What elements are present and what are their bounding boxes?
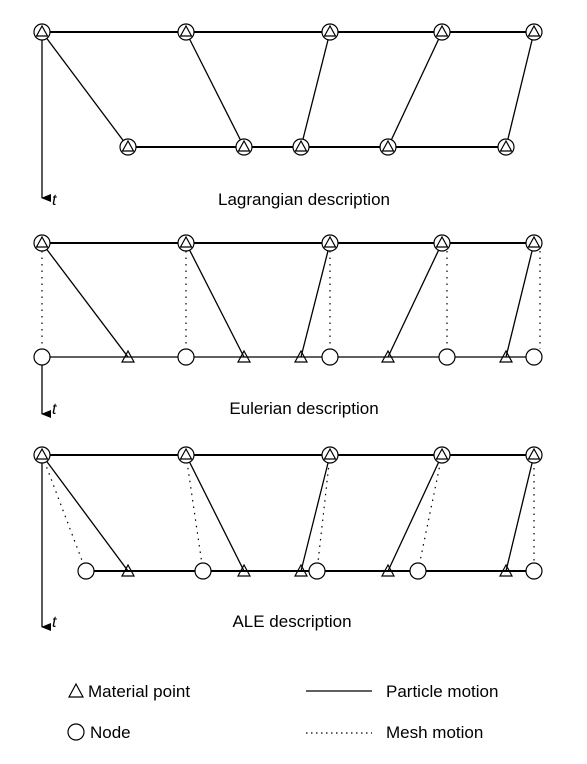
bottom-nodes [33, 348, 543, 366]
material-point-triangle [294, 139, 308, 152]
material-point-triangle [120, 563, 136, 577]
material-point-triangle [323, 447, 337, 460]
material-point-triangle [381, 139, 395, 152]
material-point-triangle [323, 235, 337, 248]
material-point-triangle [498, 563, 514, 577]
node-circle [438, 348, 456, 366]
material-point-triangle [35, 447, 49, 460]
material-point-triangle [35, 24, 49, 37]
material-point-triangle [35, 235, 49, 248]
top-material-points [35, 24, 541, 37]
material-point-triangle [380, 563, 396, 577]
material-point-triangle [236, 563, 252, 577]
time-axis-label: t [52, 192, 57, 209]
material-point-triangle [293, 349, 309, 363]
legend-mesh-motion: Mesh motion [306, 723, 483, 742]
eulerian-panel: t Eulerian description [33, 234, 543, 418]
legend-node: Node [67, 723, 131, 742]
triangle-icon [67, 682, 85, 698]
node-circle [409, 562, 427, 580]
panel-caption: Eulerian description [229, 399, 378, 418]
bottom-nodes [77, 562, 543, 580]
top-material-points [35, 447, 541, 460]
material-point-triangle [121, 139, 135, 152]
material-point-triangle [498, 349, 514, 363]
node-circle [77, 562, 95, 580]
node-circle [194, 562, 212, 580]
material-point-triangle [435, 447, 449, 460]
material-point-triangle [435, 235, 449, 248]
material-point-triangle [527, 24, 541, 37]
material-point-triangle [499, 139, 513, 152]
panel-caption: ALE description [232, 612, 351, 631]
legend: Material point Particle motion Node Mesh… [67, 682, 498, 742]
legend-label: Mesh motion [386, 723, 483, 742]
legend-label: Particle motion [386, 682, 498, 701]
material-point-triangle [120, 349, 136, 363]
mesh-paths [41, 454, 535, 572]
time-axis-label: t [52, 614, 57, 631]
legend-label: Material point [88, 682, 190, 701]
node-circle [33, 348, 51, 366]
lagrangian-panel: t Lagrangian description [33, 23, 543, 209]
top-material-points [35, 235, 541, 248]
material-point-triangle [179, 24, 193, 37]
mesh-paths [41, 251, 541, 349]
material-point-triangle [236, 349, 252, 363]
bottom-material-points [120, 349, 514, 363]
material-point-triangle [179, 235, 193, 248]
material-point-triangle [179, 447, 193, 460]
material-point-triangle [527, 447, 541, 460]
node-circle [525, 562, 543, 580]
material-point-triangle [237, 139, 251, 152]
legend-particle-motion: Particle motion [306, 682, 498, 701]
particle-paths [41, 454, 535, 572]
node-circle [321, 348, 339, 366]
material-point-triangle [323, 24, 337, 37]
material-point-triangle [380, 349, 396, 363]
node-circle [308, 562, 326, 580]
ale-panel: t ALE description [33, 446, 543, 631]
bottom-material-points [121, 139, 513, 152]
legend-material-point: Material point [67, 682, 190, 701]
node-circle [177, 348, 195, 366]
material-point-triangle [293, 563, 309, 577]
particle-paths [41, 31, 535, 148]
material-point-triangle [435, 24, 449, 37]
bottom-material-points [120, 563, 514, 577]
legend-label: Node [90, 723, 131, 742]
material-point-triangle [527, 235, 541, 248]
particle-paths [41, 242, 535, 358]
node-circle [525, 348, 543, 366]
panel-caption: Lagrangian description [218, 190, 390, 209]
circle-icon [67, 723, 85, 741]
time-axis-label: t [52, 401, 57, 418]
